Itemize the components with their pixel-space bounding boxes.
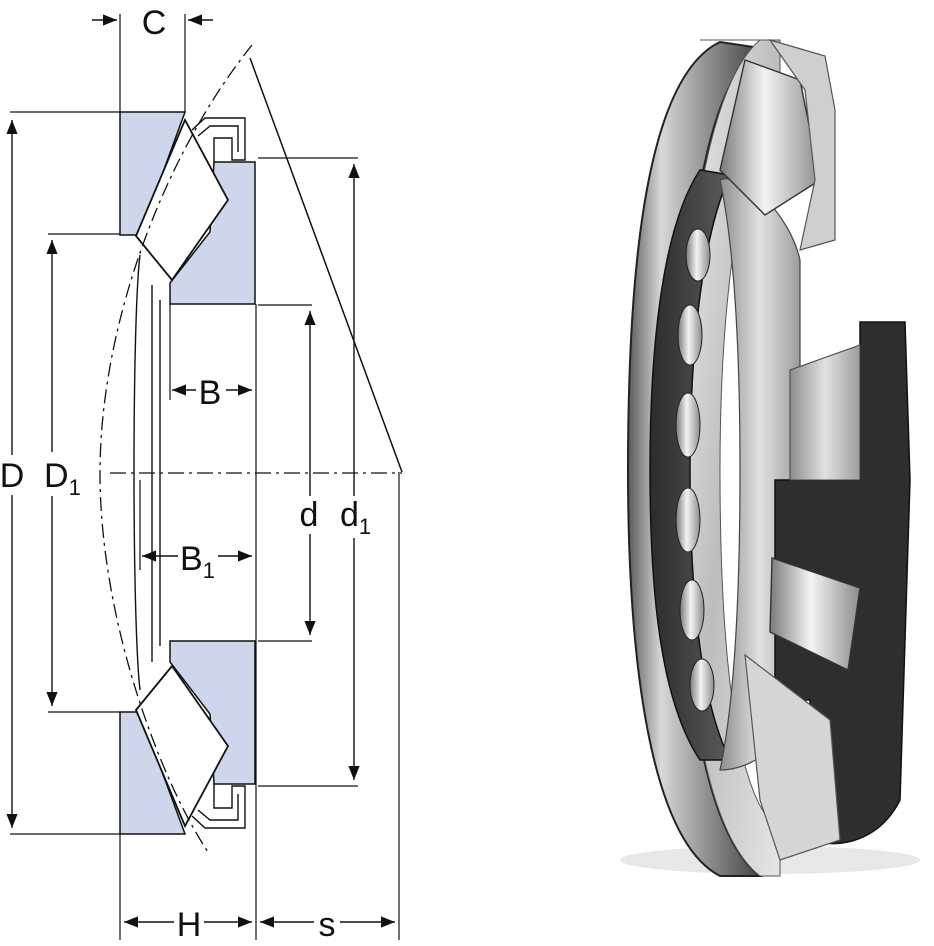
roller-pockets	[675, 228, 715, 712]
label-D: D	[0, 457, 24, 495]
cutaway-inner-cone	[789, 344, 861, 481]
roller	[689, 658, 715, 712]
label-d: d	[300, 496, 319, 534]
roller-top	[134, 117, 230, 282]
cage-top	[191, 117, 246, 162]
bearing-3d-render	[620, 38, 920, 877]
cutaway-roller-top	[719, 59, 821, 216]
roller	[685, 228, 711, 282]
cross-section-drawing: C D D1 B B1 d d1 H s	[0, 2, 403, 944]
cutaway-shaft-washer-top	[768, 38, 836, 251]
roller	[677, 304, 703, 366]
label-s: s	[319, 906, 336, 944]
label-B: B	[199, 374, 222, 412]
cutaway-roller-right	[769, 557, 861, 672]
extension-lines	[10, 14, 400, 940]
cutaway-housing-washer-bottom	[744, 653, 841, 861]
roller	[679, 579, 705, 641]
label-C: C	[142, 4, 167, 42]
cage-bottom	[191, 784, 246, 829]
pressure-angle-line	[249, 57, 403, 473]
sphere-arc	[99, 44, 253, 853]
roller	[675, 392, 701, 458]
roller-bottom	[134, 664, 230, 829]
roller	[675, 487, 701, 553]
dimension-labels: C D D1 B B1 d d1 H s	[0, 2, 374, 944]
label-d1: d1	[340, 496, 371, 539]
label-D1: D1	[44, 457, 81, 500]
housing-washer-bottom-section	[119, 711, 187, 835]
label-B1: B1	[180, 540, 215, 583]
label-H: H	[177, 906, 202, 944]
